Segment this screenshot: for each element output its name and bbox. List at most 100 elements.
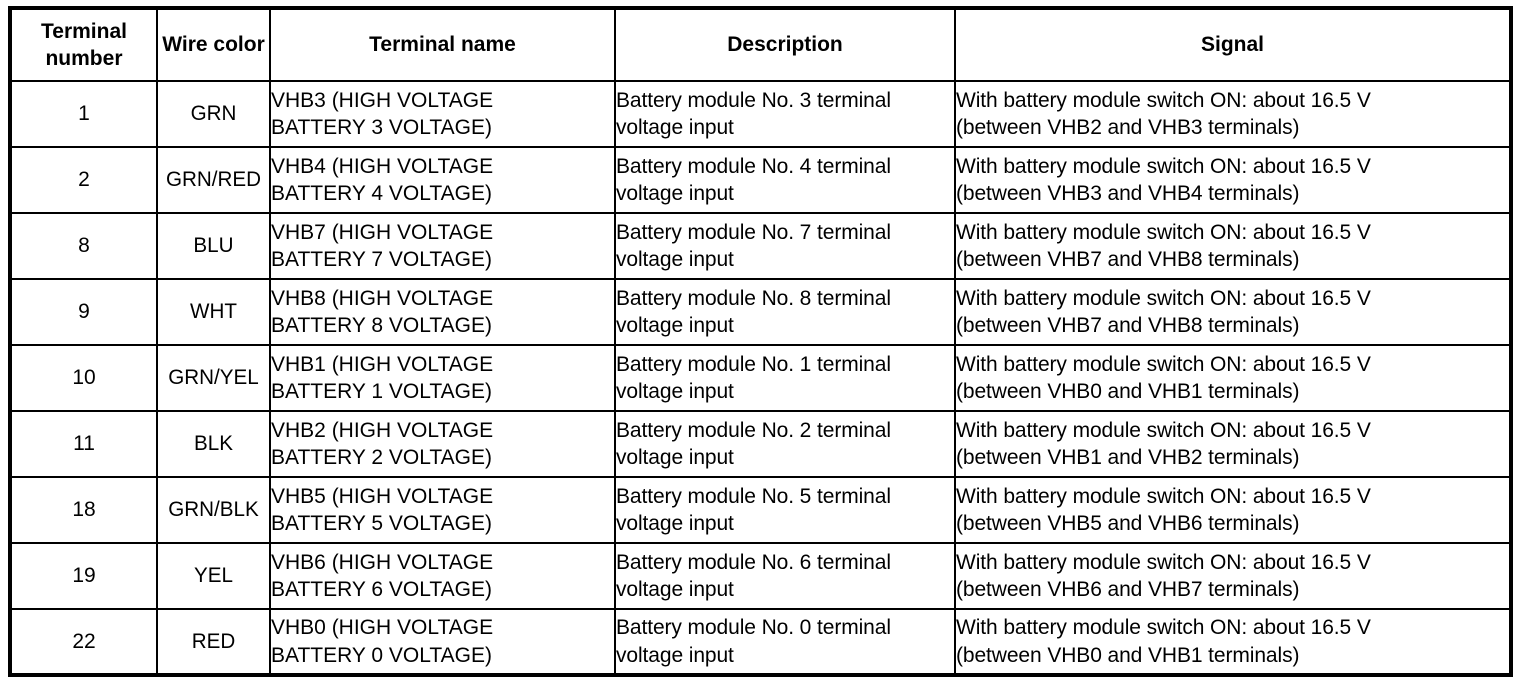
terminal-name-line: VHB4 (HIGH VOLTAGE <box>271 154 494 178</box>
cell-description: Battery module No. 3 terminal voltage in… <box>614 80 956 148</box>
cell-description: Battery module No. 5 terminal voltage in… <box>614 476 956 544</box>
signal-line: With battery module switch ON: about 16.… <box>956 220 1371 244</box>
description-line: Battery module No. 6 terminal <box>616 550 891 574</box>
cell-signal: With battery module switch ON: about 16.… <box>954 212 1512 280</box>
cell-signal: With battery module switch ON: about 16.… <box>954 344 1512 412</box>
cell-terminal-name: VHB6 (HIGH VOLTAGE BATTERY 6 VOLTAGE) <box>269 542 616 610</box>
terminal-name-line: BATTERY 6 VOLTAGE) <box>271 578 492 601</box>
terminal-name-line: BATTERY 7 VOLTAGE) <box>271 248 492 271</box>
signal-line: With battery module switch ON: about 16.… <box>956 484 1371 508</box>
description-line: voltage input <box>616 380 734 403</box>
description-line: Battery module No. 7 terminal <box>616 220 891 244</box>
table-row: 19 YEL VHB6 (HIGH VOLTAGE BATTERY 6 VOLT… <box>9 542 1512 610</box>
signal-line: (between VHB5 and VHB6 terminals) <box>956 512 1300 535</box>
description-line: Battery module No. 2 terminal <box>616 418 891 442</box>
wire-color-text: YEL <box>193 564 233 588</box>
cell-terminal-name: VHB1 (HIGH VOLTAGE BATTERY 1 VOLTAGE) <box>269 344 616 412</box>
terminal-name-line: BATTERY 4 VOLTAGE) <box>271 182 492 205</box>
wire-color-text: RED <box>191 629 236 653</box>
cell-wire-color: BLU <box>156 212 271 280</box>
signal-line: With battery module switch ON: about 16.… <box>956 352 1371 376</box>
terminal-name-line: BATTERY 8 VOLTAGE) <box>271 314 492 337</box>
table-row: 22 RED VHB0 (HIGH VOLTAGE BATTERY 0 VOLT… <box>9 608 1512 676</box>
cell-terminal-name: VHB3 (HIGH VOLTAGE BATTERY 3 VOLTAGE) <box>269 80 616 148</box>
cell-wire-color: YEL <box>156 542 271 610</box>
cell-signal: With battery module switch ON: about 16.… <box>954 80 1512 148</box>
header-line: Description <box>727 33 843 57</box>
wire-color-text: BLK <box>193 432 233 456</box>
terminal-name-line: BATTERY 3 VOLTAGE) <box>271 116 492 139</box>
cell-description: Battery module No. 4 terminal voltage in… <box>614 146 956 214</box>
description-line: voltage input <box>616 643 734 667</box>
wire-color-text: GRN/RED <box>165 168 262 192</box>
description-line: voltage input <box>616 116 734 139</box>
cell-signal: With battery module switch ON: about 16.… <box>954 476 1512 544</box>
signal-line: (between VHB6 and VHB7 terminals) <box>956 578 1300 601</box>
signal-line: (between VHB1 and VHB2 terminals) <box>956 446 1300 469</box>
signal-line: With battery module switch ON: about 16.… <box>956 286 1371 310</box>
cell-description: Battery module No. 8 terminal voltage in… <box>614 278 956 346</box>
signal-line: (between VHB0 and VHB1 terminals) <box>956 380 1300 403</box>
cell-description: Battery module No. 1 terminal voltage in… <box>614 344 956 412</box>
terminal-name-line: VHB5 (HIGH VOLTAGE <box>271 484 494 508</box>
cell-description: Battery module No. 6 terminal voltage in… <box>614 542 956 610</box>
cell-signal: With battery module switch ON: about 16.… <box>954 278 1512 346</box>
signal-line: With battery module switch ON: about 16.… <box>956 616 1371 640</box>
table-row: 9 WHT VHB8 (HIGH VOLTAGE BATTERY 8 VOLTA… <box>9 278 1512 346</box>
description-line: voltage input <box>616 578 734 601</box>
column-header-signal: Signal <box>954 7 1512 82</box>
cell-terminal-name: VHB4 (HIGH VOLTAGE BATTERY 4 VOLTAGE) <box>269 146 616 214</box>
table-body: 1 GRN VHB3 (HIGH VOLTAGE BATTERY 3 VOLTA… <box>9 80 1512 676</box>
cell-terminal-name: VHB0 (HIGH VOLTAGE BATTERY 0 VOLTAGE) <box>269 608 616 676</box>
cell-terminal-name: VHB2 (HIGH VOLTAGE BATTERY 2 VOLTAGE) <box>269 410 616 478</box>
terminal-name-line: VHB0 (HIGH VOLTAGE <box>271 616 494 640</box>
cell-wire-color: GRN/RED <box>156 146 271 214</box>
cell-signal: With battery module switch ON: about 16.… <box>954 542 1512 610</box>
description-line: Battery module No. 3 terminal <box>616 88 891 112</box>
cell-wire-color: GRN/BLK <box>156 476 271 544</box>
terminal-name-line: VHB6 (HIGH VOLTAGE <box>271 550 494 574</box>
cell-wire-color: BLK <box>156 410 271 478</box>
table-row: 10 GRN/YEL VHB1 (HIGH VOLTAGE BATTERY 1 … <box>9 344 1512 412</box>
wire-color-text: BLU <box>193 234 234 258</box>
cell-terminal-number: 10 <box>9 344 158 412</box>
header-line: Wire <box>162 33 208 57</box>
terminal-name-line: VHB8 (HIGH VOLTAGE <box>271 286 494 310</box>
cell-terminal-name: VHB5 (HIGH VOLTAGE BATTERY 5 VOLTAGE) <box>269 476 616 544</box>
cell-wire-color: RED <box>156 608 271 676</box>
terminal-name-line: BATTERY 1 VOLTAGE) <box>271 380 492 403</box>
wire-color-text: GRN/BLK <box>168 498 259 522</box>
signal-line: With battery module switch ON: about 16.… <box>956 418 1371 442</box>
description-line: Battery module No. 0 terminal <box>616 616 891 640</box>
cell-terminal-number: 9 <box>9 278 158 346</box>
cell-wire-color: WHT <box>156 278 271 346</box>
table-row: 1 GRN VHB3 (HIGH VOLTAGE BATTERY 3 VOLTA… <box>9 80 1512 148</box>
wire-color-text: GRN <box>190 102 237 126</box>
header-line: Signal <box>1200 33 1264 57</box>
cell-terminal-number: 18 <box>9 476 158 544</box>
cell-terminal-number: 19 <box>9 542 158 610</box>
cell-description: Battery module No. 7 terminal voltage in… <box>614 212 956 280</box>
signal-line: (between VHB7 and VHB8 terminals) <box>956 248 1300 271</box>
terminal-specification-table: Terminal number Wire color Terminal name… <box>8 6 1513 677</box>
table-header: Terminal number Wire color Terminal name… <box>9 7 1512 82</box>
terminal-name-line: VHB2 (HIGH VOLTAGE <box>271 418 494 442</box>
signal-line: With battery module switch ON: about 16.… <box>956 154 1371 178</box>
terminal-table-container: Terminal number Wire color Terminal name… <box>8 6 1513 677</box>
cell-terminal-number: 11 <box>9 410 158 478</box>
header-line: color <box>213 33 265 57</box>
table-row: 11 BLK VHB2 (HIGH VOLTAGE BATTERY 2 VOLT… <box>9 410 1512 478</box>
cell-wire-color: GRN/YEL <box>156 344 271 412</box>
signal-line: (between VHB2 and VHB3 terminals) <box>956 116 1300 139</box>
header-line: number <box>45 47 123 70</box>
description-line: Battery module No. 4 terminal <box>616 154 891 178</box>
cell-signal: With battery module switch ON: about 16.… <box>954 146 1512 214</box>
column-header-description: Description <box>614 7 956 82</box>
description-line: voltage input <box>616 182 734 205</box>
cell-wire-color: GRN <box>156 80 271 148</box>
terminal-name-line: VHB7 (HIGH VOLTAGE <box>271 220 494 244</box>
cell-terminal-name: VHB7 (HIGH VOLTAGE BATTERY 7 VOLTAGE) <box>269 212 616 280</box>
signal-line: (between VHB0 and VHB1 terminals) <box>956 643 1300 667</box>
cell-description: Battery module No. 2 terminal voltage in… <box>614 410 956 478</box>
column-header-terminal-number: Terminal number <box>9 7 158 82</box>
